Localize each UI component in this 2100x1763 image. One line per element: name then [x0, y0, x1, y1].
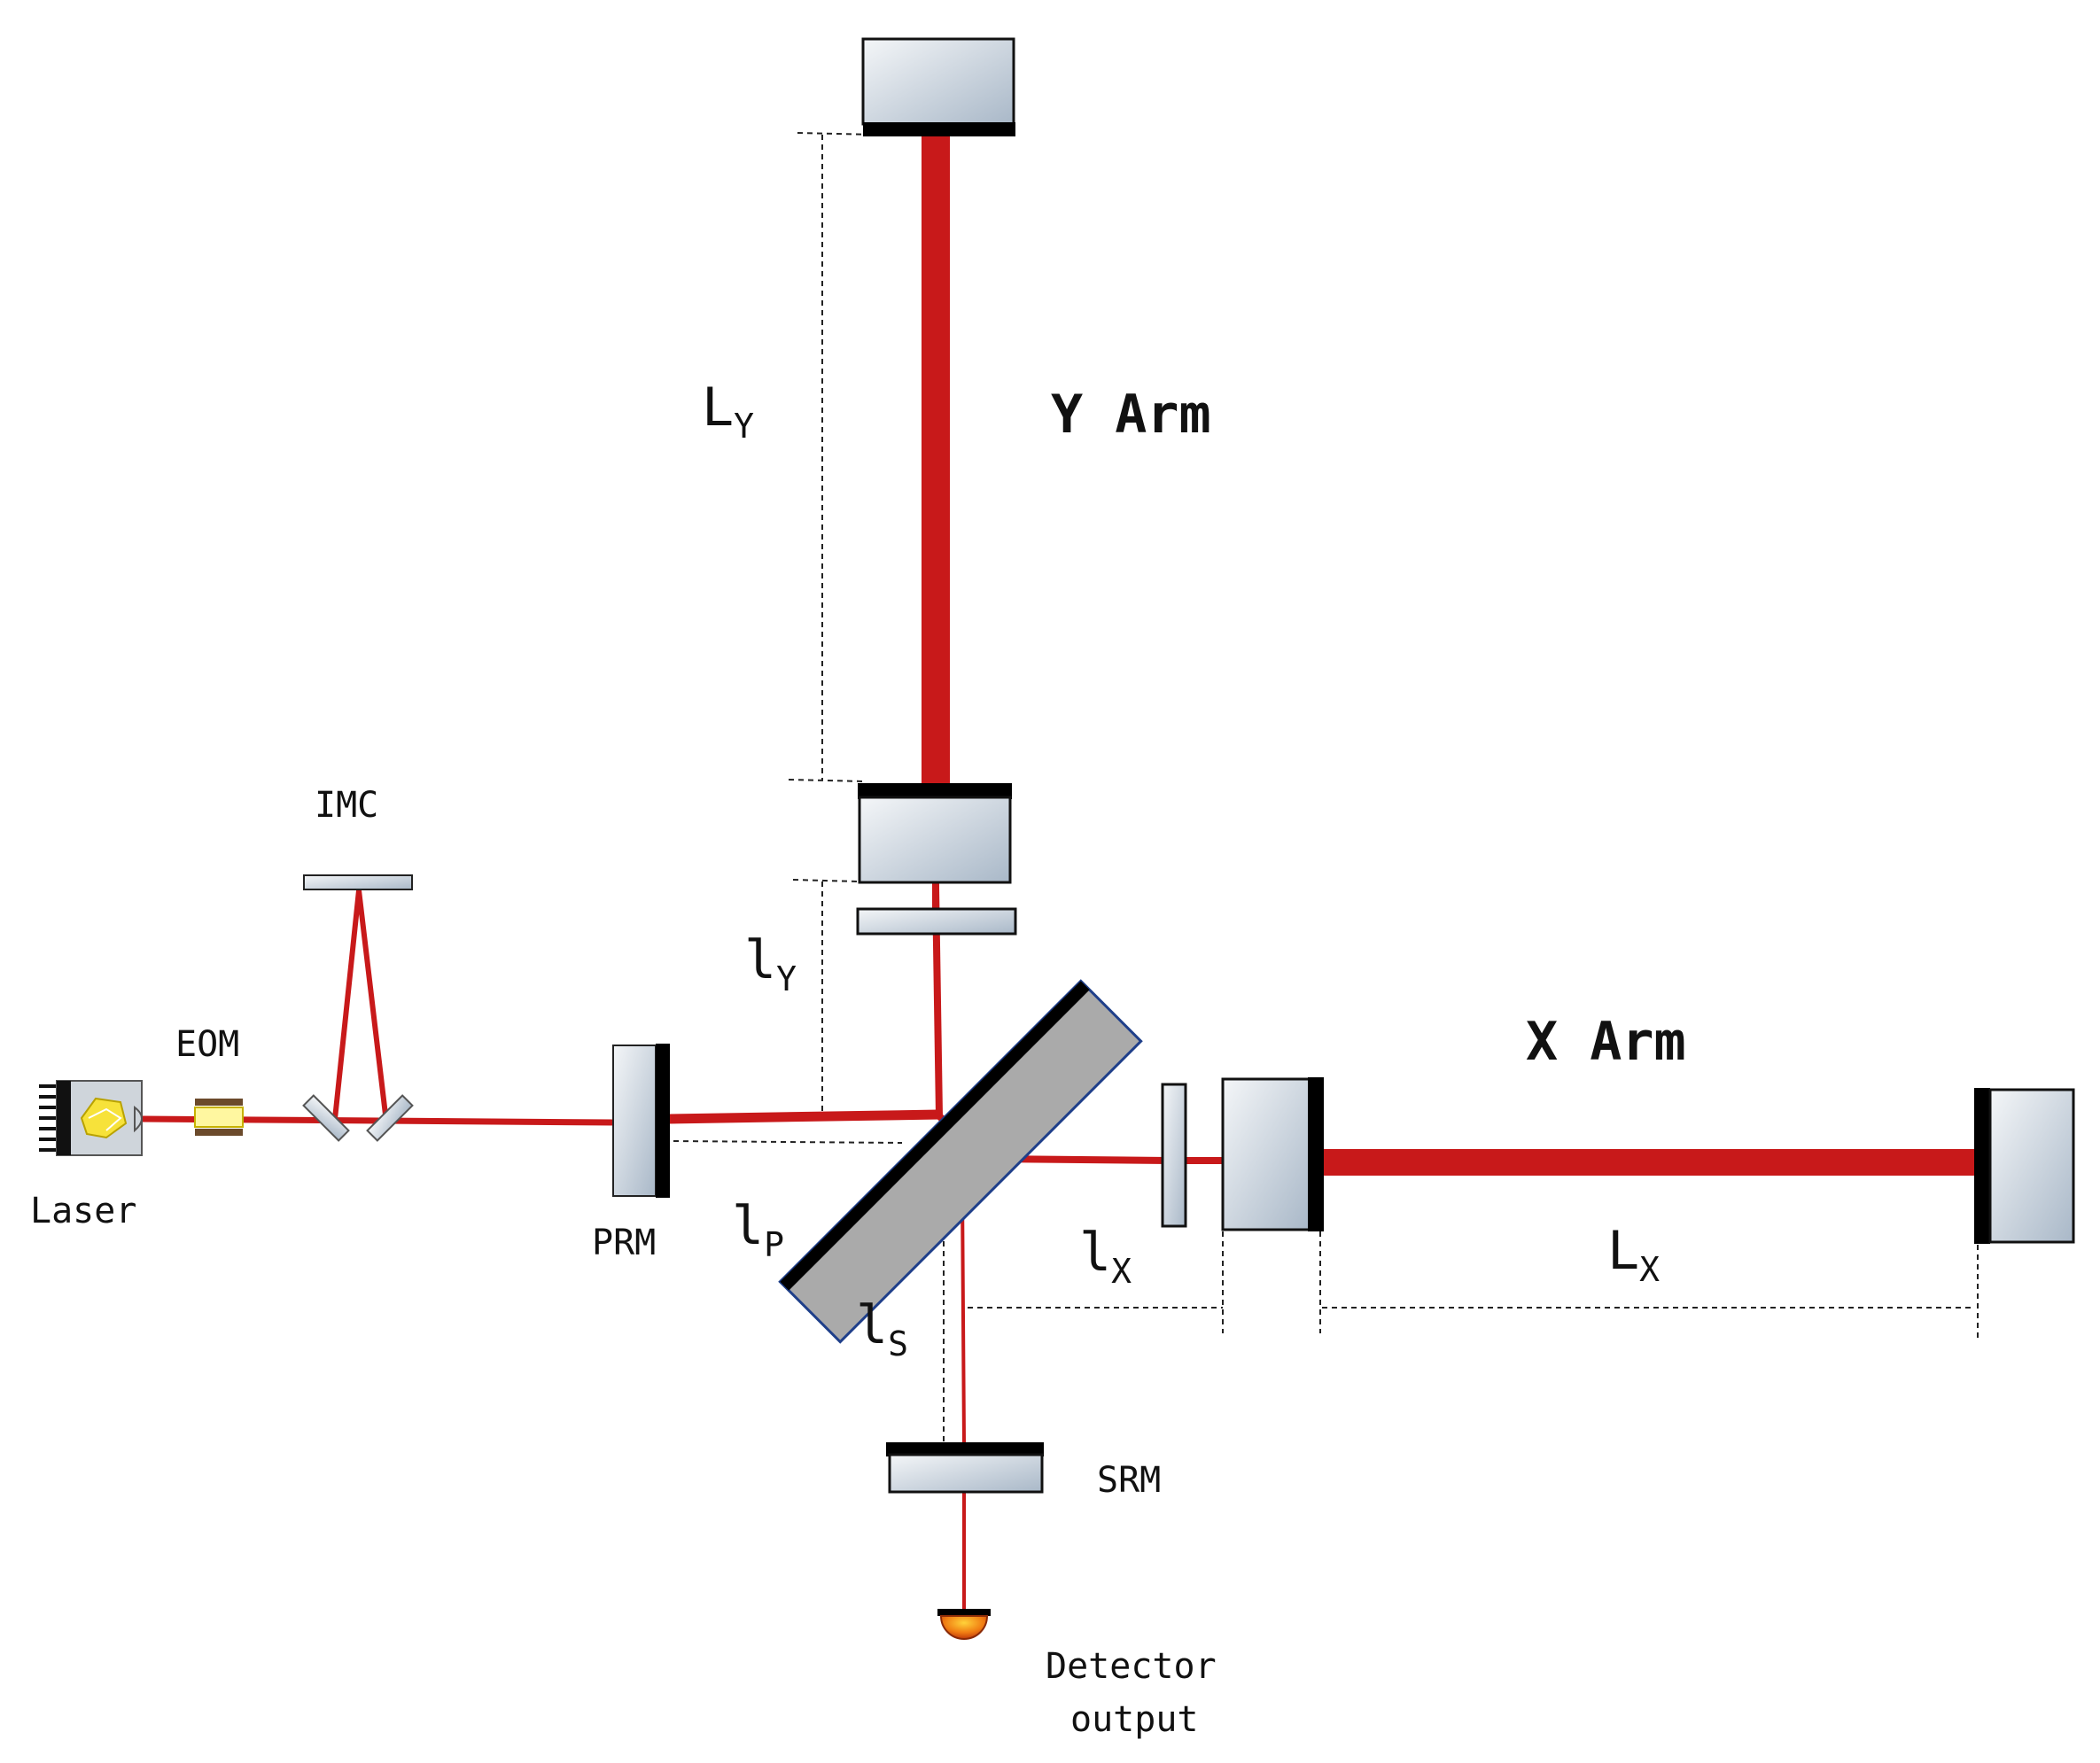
x-end-mirror — [1974, 1088, 2075, 1244]
detector-label-line1: Detector — [1046, 1646, 1217, 1687]
laser-source — [39, 1080, 143, 1156]
eom-label: EOM — [175, 1024, 239, 1065]
prm-mirror — [612, 1044, 670, 1198]
photodetector — [937, 1609, 991, 1640]
prm-label: PRM — [592, 1223, 656, 1263]
length-label-l-S: lS — [856, 1294, 908, 1363]
length-label-L-X: LX — [1607, 1220, 1660, 1289]
y-compensation-plate — [856, 907, 1017, 936]
y-arm-label: Y Arm — [1051, 384, 1211, 446]
srm-label: SRM — [1097, 1460, 1161, 1501]
eom-modulator — [194, 1099, 244, 1136]
laser-beams — [141, 133, 1974, 1611]
length-label-l-P: lP — [732, 1195, 784, 1264]
imc-top-mirror — [303, 874, 413, 890]
length-label-L-Y: LY — [702, 377, 754, 446]
y-input-mirror — [858, 783, 1012, 884]
beam-splitter — [778, 979, 1143, 1344]
imc-label: IMC — [315, 785, 378, 826]
imc-left-mirror — [302, 1094, 350, 1142]
recycled-beam — [668, 1109, 940, 1124]
x-input-mirror — [1221, 1077, 1324, 1231]
detector-label-line2: output — [1070, 1699, 1199, 1740]
laser-fins — [39, 1084, 58, 1152]
imc-cavity — [302, 874, 414, 1142]
imc-right-mirror — [366, 1094, 414, 1142]
x-arm-label: X Arm — [1526, 1011, 1686, 1073]
x-compensation-plate — [1161, 1083, 1187, 1228]
y-end-mirror — [861, 37, 1015, 136]
length-label-l-X: lX — [1079, 1222, 1132, 1291]
laser-label: Laser — [30, 1191, 136, 1231]
imc-beam-path — [332, 889, 388, 1120]
length-label-l-Y: lY — [744, 929, 797, 998]
dimension-lines — [673, 132, 1979, 1444]
laser-crystal-icon — [80, 1097, 128, 1139]
srm-mirror — [886, 1442, 1044, 1494]
